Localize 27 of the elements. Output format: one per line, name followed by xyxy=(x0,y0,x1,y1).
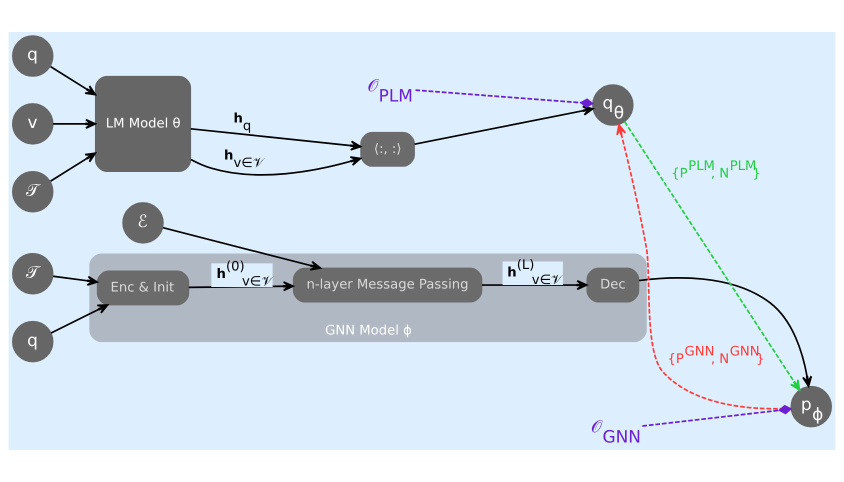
arrow xyxy=(162,226,322,271)
arrow xyxy=(188,281,294,292)
node-circle: q xyxy=(12,35,54,77)
node-box: Enc & Init xyxy=(96,270,190,306)
arrow xyxy=(482,280,588,290)
connector xyxy=(642,404,792,427)
arrow xyxy=(50,152,96,182)
arrow xyxy=(414,106,594,145)
connector xyxy=(415,89,594,108)
node-box: n-layer Message Passing xyxy=(292,268,482,302)
node-circle: v xyxy=(12,103,54,145)
node-circle: q xyxy=(12,320,54,362)
node-circle: 𝒯 xyxy=(12,253,54,294)
node-circle: 𝒯 xyxy=(12,171,54,212)
node-box: ⟨:, :⟩ xyxy=(360,132,415,167)
arrow xyxy=(50,304,108,334)
arrow xyxy=(52,275,98,286)
arrow xyxy=(616,124,791,410)
arrow xyxy=(190,156,362,176)
node-circle: ℰ xyxy=(122,202,164,244)
node-box: LM Model θ xyxy=(94,76,192,172)
arrow xyxy=(53,118,96,129)
arrow xyxy=(190,128,362,151)
arrow xyxy=(638,277,812,388)
arrow xyxy=(624,121,800,391)
arrow xyxy=(50,66,96,96)
node-box: Dec xyxy=(586,268,640,302)
